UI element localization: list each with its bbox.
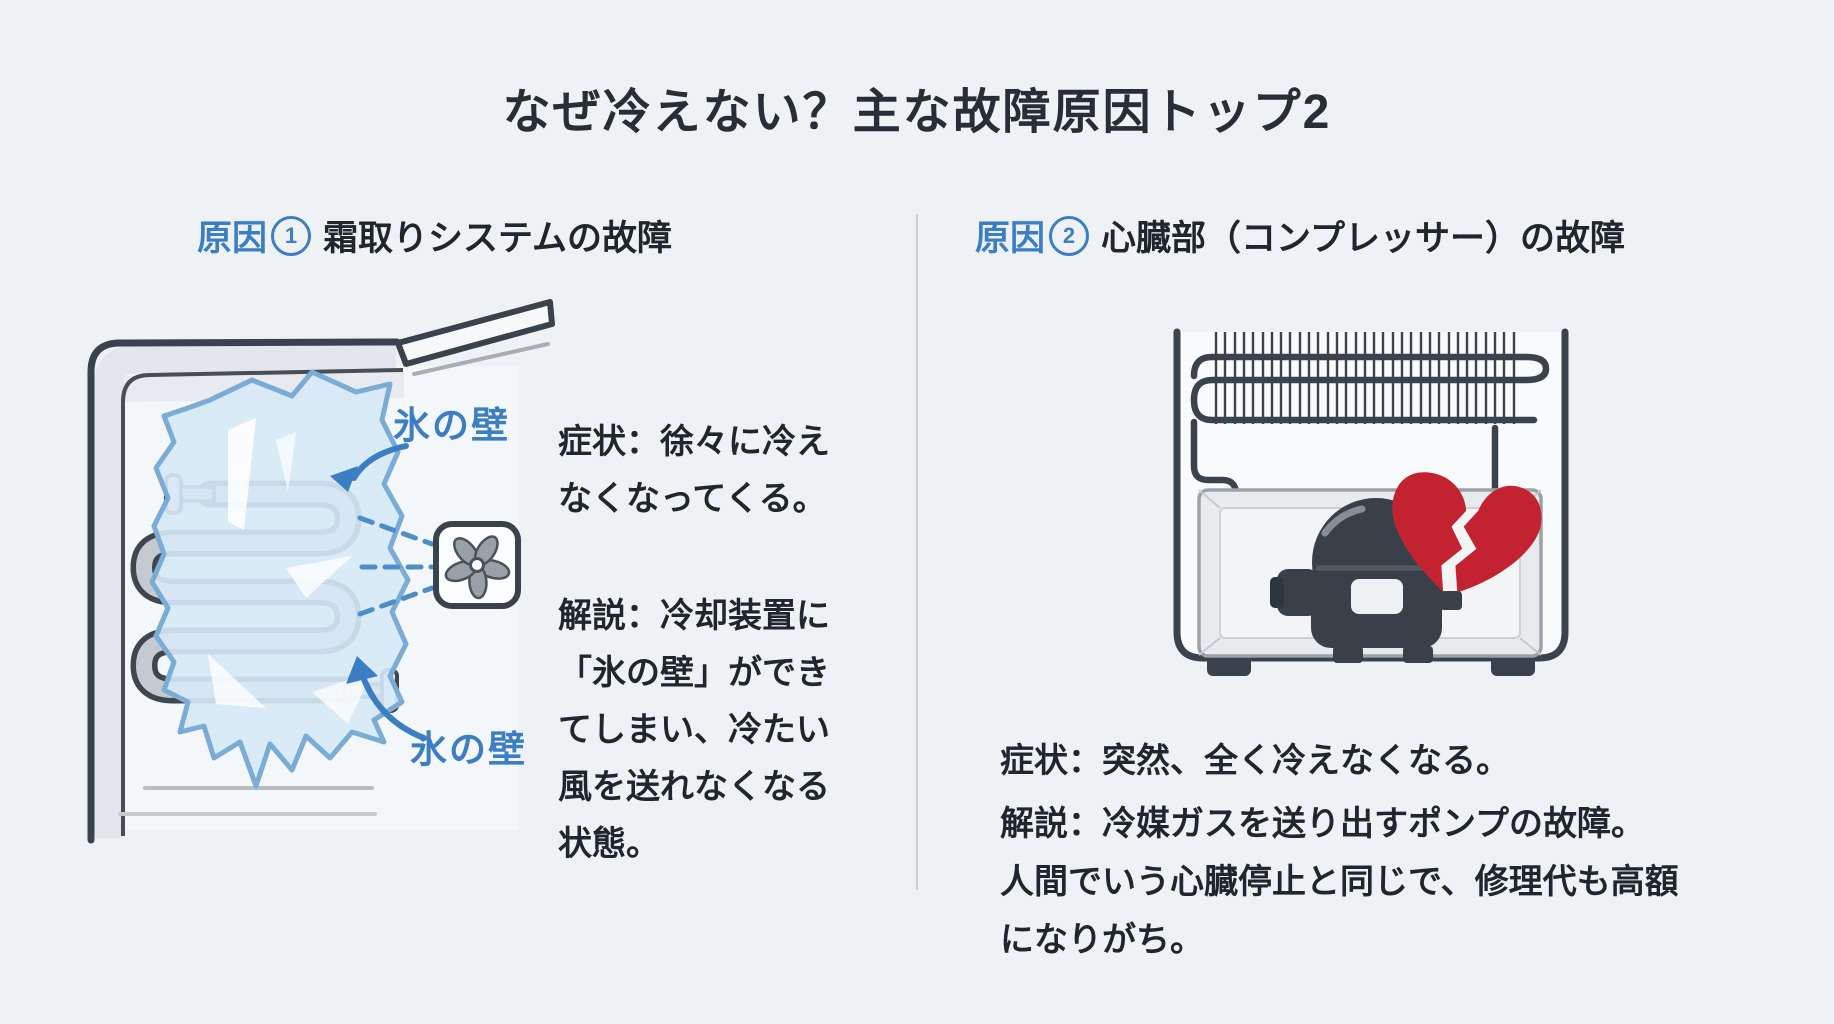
blocked-airflow-dashes (357, 515, 435, 617)
freezer-inner-wall-line (121, 368, 404, 836)
freezer-door-edge-line (412, 342, 550, 376)
ice-wall-label-top: 氷の壁 (393, 405, 510, 446)
ice-highlight-shard (276, 432, 296, 492)
cause-1-label: 原因 (197, 219, 268, 258)
right-column-heading: 原因 2 心臓部（コンプレッサー）の故障 (975, 210, 1625, 261)
right-explanation-text: 解説：冷媒ガスを送り出すポンプの故障。 人間でいう心臓停止と同じで、修理代も高額… (1000, 805, 1679, 959)
cause-2-number-circle: 2 (1049, 215, 1090, 256)
left-explanation-text: 解説：冷却装置に 「氷の壁」ができ てしまい、冷たい 風を送れなくなる 状態。 (558, 597, 830, 863)
ice-highlight-shard (312, 672, 372, 724)
column-divider (916, 214, 918, 890)
freezer-wall-band (94, 342, 397, 838)
ice-wall-label-bottom: 氷の壁 (410, 729, 527, 770)
page-title: なぜ冷えない？主な故障原因トップ2 (502, 86, 1332, 139)
right-heading-text: 心臓部（コンプレッサー）の故障 (1101, 219, 1625, 258)
fridge-foot-right (1491, 656, 1535, 676)
fan-icon (433, 521, 521, 609)
ice-highlight-shard (208, 654, 266, 708)
left-column-heading: 原因 1 霜取りシステムの故障 (197, 210, 672, 261)
cause-2-label: 原因 (975, 219, 1046, 258)
ice-wall-shape (149, 369, 411, 789)
right-symptom-text: 症状：突然、全く冷えなくなる。 (1000, 742, 1510, 780)
ice-highlight-shard (228, 418, 256, 530)
fridge-foot-left (1207, 656, 1251, 676)
cause-1-badge: 原因 1 (197, 210, 312, 261)
cause-2-badge: 原因 2 (975, 210, 1090, 261)
compressor-label-plate (1351, 579, 1403, 614)
left-symptom-text: 症状：徐々に冷え なくなってくる。 (558, 423, 830, 518)
ice-highlight-shard (286, 556, 352, 598)
compressor-highlight (1321, 505, 1366, 537)
freezer-open-door (395, 299, 555, 367)
ice-wall-arrow-bottom (346, 656, 427, 741)
freezer-outer-wall-line (87, 338, 401, 844)
cause-1-number-circle: 1 (271, 215, 312, 256)
ice-wall-arrow-top (330, 443, 409, 492)
broken-heart-icon (1392, 472, 1542, 593)
compressor (1270, 498, 1462, 663)
freezer-illustration: 氷の壁 氷の壁 (87, 299, 555, 844)
fridge-back-illustration (1173, 328, 1569, 676)
left-heading-text: 霜取りシステムの故障 (323, 219, 672, 258)
